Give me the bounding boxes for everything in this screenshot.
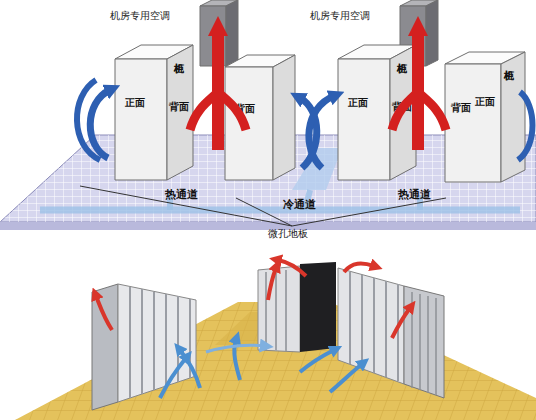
cabinet-outline [445,52,525,182]
cold-air-arrow [180,350,200,388]
floor-label: 微孔地板 [268,227,308,241]
face-label: 正面 [125,97,145,108]
cold-air-arrow [330,364,362,392]
rack-vents [130,287,190,398]
side-face [167,45,193,180]
hot-air-arrow [190,92,246,130]
rack-vents [350,272,398,381]
front-face [445,64,501,182]
side-face [273,55,295,180]
cold-air-arrow [90,90,110,158]
cold-air-arrow [160,358,186,398]
server-cabinet: 机柜正面背面 [115,45,193,180]
cold-air-arrow [206,345,264,352]
underfloor-airflow [40,207,520,214]
side-face [426,0,438,66]
server-rack [258,266,300,352]
hot-air-arrow [344,264,374,272]
face-label: 正面 [348,97,368,108]
cabinet-outline [115,45,193,180]
cold-air-arrow [77,80,100,160]
face-label: 正面 [475,96,495,107]
front-face [225,67,273,180]
unit-label: 机房专用空调 [110,10,170,21]
side-face [501,52,525,182]
face-label: 背面 [451,102,471,113]
hot-air-arrow [268,268,276,300]
unit-label: 机房专用空调 [310,10,370,21]
server-cabinet: 机柜背面正面 [445,52,525,182]
side-face [226,0,238,66]
aisle-label: 热通道 [165,187,198,202]
leader-line [80,186,446,226]
server-cabinet: 背面 [225,55,295,180]
server-rack [404,286,444,398]
server-rack [118,284,196,402]
front-face [115,59,167,180]
hot-air-arrow [96,296,112,330]
cold-air-arrow [518,92,533,160]
aisle-label: 冷通道 [283,197,316,212]
face-label: 背面 [169,101,189,112]
aisle-label: 热通道 [398,187,431,202]
cold-air-arrow [309,96,334,168]
hot-air-arrow [392,308,410,338]
server-rack [338,268,404,384]
hot-air-arrow [278,260,306,276]
rack-vents [412,292,436,395]
cabinet-outline [225,55,295,180]
front-face [338,59,390,180]
rack-vents [266,270,286,351]
cold-air-arrow [300,350,334,372]
hot-air-arrow [392,92,446,130]
server-rack [92,284,118,410]
cold-aisle-floor [292,148,342,190]
